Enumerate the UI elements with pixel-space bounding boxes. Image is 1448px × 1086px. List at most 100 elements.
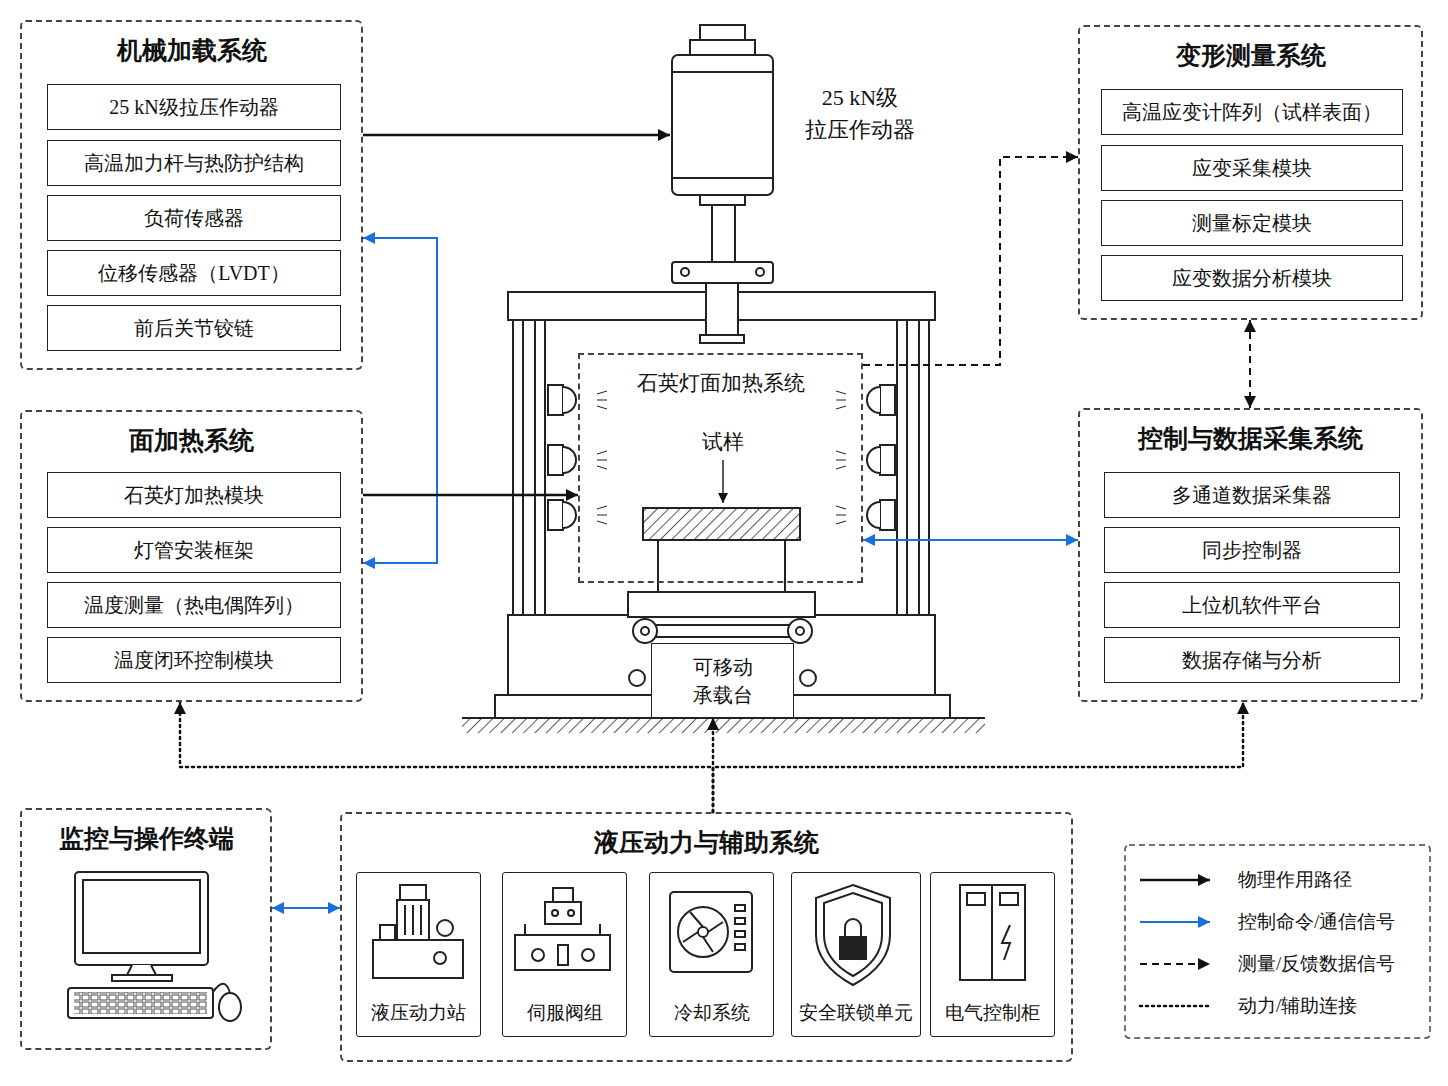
module-box: 应变数据分析模块 [1101, 255, 1403, 301]
quartz-lamp [836, 406, 846, 409]
load-frame [918, 320, 920, 615]
actuator [672, 25, 773, 343]
servo-valve-icon [582, 949, 594, 961]
node-label: 石英灯面加热系统 [633, 369, 809, 397]
safety-interlock-icon [824, 893, 882, 976]
module-box: 位移传感器（LVDT） [47, 250, 341, 296]
computer-icon [83, 880, 200, 953]
module-box: 25 kN级拉压作动器 [47, 84, 341, 130]
part-label: 试样 [693, 428, 753, 456]
connector [363, 134, 670, 137]
load-frame [495, 292, 950, 718]
connector [713, 702, 1243, 812]
quartz-lamp [563, 387, 576, 413]
connector [272, 907, 340, 909]
system-group: 监控与操作终端 [20, 808, 272, 1050]
specimen-assembly [641, 627, 649, 635]
quartz-lamp [836, 400, 846, 401]
servo-valve-icon [558, 945, 568, 965]
connector [1249, 320, 1251, 408]
quartz-lamp [836, 506, 846, 509]
node-label: 伺服阀组 [527, 1000, 603, 1026]
node-label: 应变采集模块 [1192, 155, 1312, 182]
node-label: 冷却系统 [674, 1000, 750, 1026]
module-box: 同步控制器 [1104, 527, 1400, 573]
load-frame [906, 320, 908, 615]
servo-valve-icon [553, 888, 573, 902]
ground [462, 719, 985, 733]
node-label: 25 kN级 拉压作动器 [795, 82, 925, 146]
node-label: 应变数据分析模块 [1172, 265, 1332, 292]
specimen-assembly [800, 670, 816, 686]
node-label: 负荷传感器 [144, 205, 244, 232]
computer-icon [213, 984, 230, 993]
device-box: 安全联锁单元 [791, 872, 921, 1037]
cooling-icon [678, 907, 728, 957]
node-label: 石英灯加热模块 [124, 482, 264, 509]
connector [363, 494, 578, 497]
pump-station-icon [420, 905, 422, 935]
connector [863, 157, 1078, 365]
node-label: 高温应变计阵列（试样表面） [1122, 99, 1382, 126]
quartz-lamp [597, 460, 607, 461]
cooling-icon [683, 912, 723, 952]
node-label: 温度闭环控制模块 [114, 647, 274, 674]
legend-sample [1140, 1005, 1210, 1008]
quartz-lamp [597, 521, 607, 524]
system-group: 变形测量系统高温应变计阵列（试样表面）应变采集模块测量标定模块应变数据分析模块 [1078, 25, 1423, 320]
control-cabinet-icon [960, 885, 1025, 980]
control-cabinet-icon [1002, 925, 1010, 960]
computer-icon [68, 988, 213, 1018]
pump-station-icon [437, 920, 453, 936]
specimen-assembly [628, 592, 815, 617]
module-box: 负荷传感器 [47, 195, 341, 241]
specimen-assembly [788, 619, 812, 643]
quartz-lamp [597, 406, 607, 409]
actuator [672, 262, 773, 283]
computer-icon [75, 872, 208, 965]
node-label: 上位机软件平台 [1182, 592, 1322, 619]
quartz-lamp [836, 460, 846, 461]
node-label: 温度测量（热电偶阵列） [84, 592, 304, 619]
quartz-lamp [867, 502, 880, 528]
actuator [681, 268, 689, 276]
actuator [706, 283, 738, 335]
quartz-lamp [867, 447, 880, 473]
cooling-icon [735, 931, 745, 937]
quartz-lamp [597, 515, 607, 516]
device-box: 冷却系统 [649, 872, 774, 1037]
computer-icon [219, 993, 241, 1021]
servo-valve-icon [532, 949, 544, 961]
module-box: 上位机软件平台 [1104, 582, 1400, 628]
quartz-lamp [597, 466, 607, 469]
servo-valve-icon [599, 924, 601, 935]
legend-sample [1140, 879, 1210, 882]
quartz-lamp [880, 445, 895, 475]
cooling-icon [735, 918, 745, 924]
quartz-lamp [836, 521, 846, 524]
system-group: 液压动力与辅助系统液压动力站伺服阀组冷却系统安全联锁单元电气控制柜 [340, 812, 1073, 1062]
actuator [700, 25, 745, 40]
connector [180, 702, 713, 812]
quartz-lamp [880, 500, 895, 530]
quartz-lamp [836, 466, 846, 469]
node-label: 前后关节铰链 [134, 315, 254, 342]
actuator [672, 177, 773, 179]
system-group: 面加热系统石英灯加热模块灯管安装框架温度测量（热电偶阵列）温度闭环控制模块 [20, 410, 363, 702]
node-label: 可移动 承载台 [683, 653, 763, 709]
pump-station-icon [434, 952, 446, 964]
module-box: 石英灯加热模块 [47, 472, 341, 518]
module-box: 温度闭环控制模块 [47, 637, 341, 683]
node-label: 液压动力与辅助系统 [342, 826, 1071, 859]
node-label: 多通道数据采集器 [1172, 482, 1332, 509]
quartz-lamp [836, 515, 846, 516]
actuator [700, 335, 744, 343]
actuator: 25 kN级 拉压作动器 [670, 22, 930, 202]
node-label: 灯管安装框架 [134, 537, 254, 564]
legend-sample [1140, 963, 1210, 965]
control-cabinet-icon [967, 893, 985, 905]
node-label: 机械加载系统 [22, 34, 361, 67]
heating-zone: 石英灯面加热系统 [578, 353, 863, 583]
pump-station-icon [380, 925, 395, 940]
quartz-lamp [836, 451, 846, 454]
